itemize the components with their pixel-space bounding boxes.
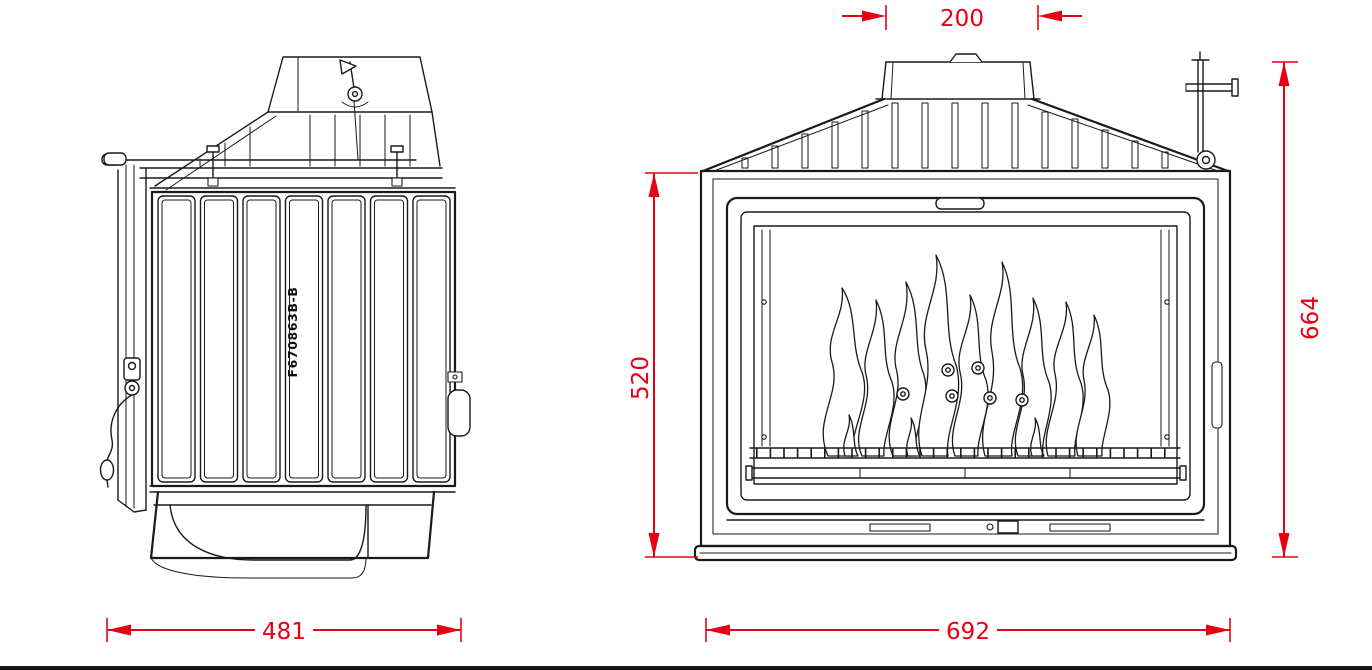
- dimension-664: 664: [1272, 61, 1324, 558]
- dimension-481: 481: [106, 613, 462, 645]
- bottom-edge-strip: [0, 666, 1372, 670]
- flames-illustration: [822, 254, 1111, 457]
- dim-front-width: 692: [946, 619, 990, 645]
- dim-total-height: 664: [1298, 296, 1324, 340]
- front-flue-collar: [875, 53, 1041, 100]
- model-label: F670863B-B: [285, 287, 300, 378]
- dimension-520: 520: [628, 172, 698, 558]
- front-hood: [701, 97, 1230, 173]
- side-view: F670863B-B: [99, 56, 471, 645]
- side-view-door-handle: [99, 152, 147, 513]
- front-view: 200 520 664 692: [628, 5, 1324, 645]
- dim-flue-width: 200: [940, 6, 984, 32]
- side-view-latch: [447, 371, 471, 437]
- air-holes: [896, 361, 1029, 407]
- front-base: [693, 519, 1238, 562]
- side-view-top-rail: [101, 145, 443, 187]
- dim-firebox-height: 520: [628, 356, 654, 400]
- dimension-200: 200: [842, 5, 1082, 32]
- dimension-692: 692: [705, 613, 1231, 645]
- front-glass: [745, 225, 1187, 485]
- side-view-ribbed-panel: F670863B-B: [149, 187, 457, 493]
- front-control-rod: [1185, 51, 1239, 170]
- side-view-base: [149, 490, 436, 579]
- dim-side-width: 481: [262, 619, 306, 645]
- grate: [745, 447, 1187, 481]
- side-view-flue-collar: [267, 56, 433, 161]
